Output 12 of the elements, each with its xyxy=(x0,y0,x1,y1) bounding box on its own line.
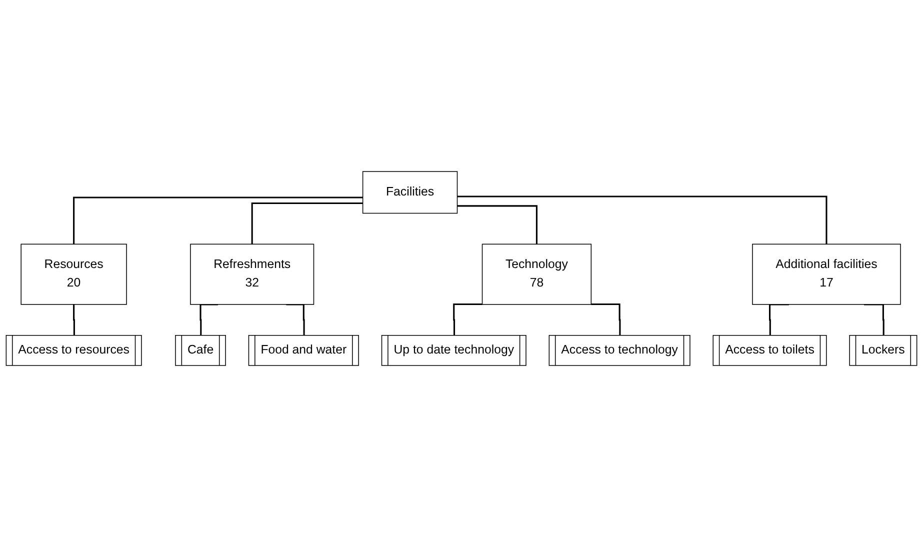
node-box: Technology 78 xyxy=(482,244,592,305)
connector xyxy=(453,303,482,336)
connector xyxy=(457,196,828,244)
node-box: Refreshments 32 xyxy=(190,244,314,305)
connector xyxy=(73,196,363,244)
connector xyxy=(251,202,363,244)
node-box: Resources 20 xyxy=(20,244,127,305)
connector xyxy=(591,303,621,336)
node-box: Additional facilities 17 xyxy=(752,244,901,305)
node-box: Facilities xyxy=(362,171,458,214)
connector xyxy=(73,304,75,336)
connector xyxy=(457,205,538,244)
